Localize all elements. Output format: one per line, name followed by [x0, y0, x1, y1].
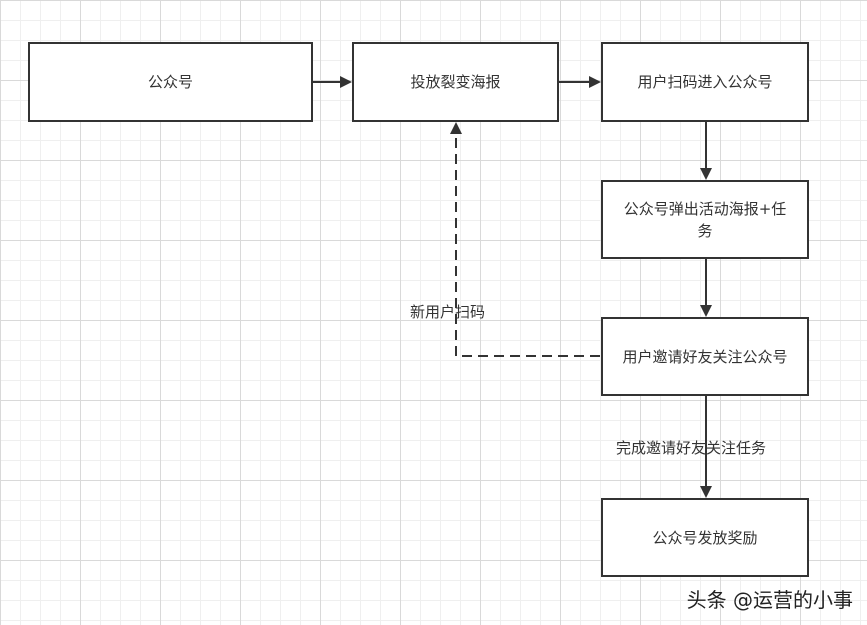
node-user-scan: 用户扫码进入公众号	[601, 42, 809, 122]
node-issue-reward: 公众号发放奖励	[601, 498, 809, 577]
node-toufang-poster-label: 投放裂变海报	[410, 73, 501, 91]
node-popup-poster-task: 公众号弹出活动海报+任务	[601, 180, 809, 259]
node-toufang-poster: 投放裂变海报	[352, 42, 559, 122]
arrow-yaoqing-to-toufang-dashed	[450, 122, 600, 357]
edge-label-new-user-scan: 新用户扫码	[410, 303, 486, 321]
node-invite-friends: 用户邀请好友关注公众号	[601, 317, 809, 396]
node-user-scan-label: 用户扫码进入公众号	[637, 73, 773, 91]
watermark-text: 头条 @运营的小事	[686, 588, 853, 612]
node-invite-friends-label: 用户邀请好友关注公众号	[622, 347, 788, 366]
node-gongzhonghao: 公众号	[28, 42, 313, 122]
edge-label-complete-task: 完成邀请好友关注任务	[616, 439, 767, 457]
node-issue-reward-label: 公众号发放奖励	[652, 528, 758, 547]
node-gongzhonghao-label: 公众号	[147, 73, 193, 91]
node-popup-poster-task-label: 公众号弹出活动海报+任务	[623, 199, 787, 240]
watermark: 头条 @运营的小事	[687, 584, 853, 613]
